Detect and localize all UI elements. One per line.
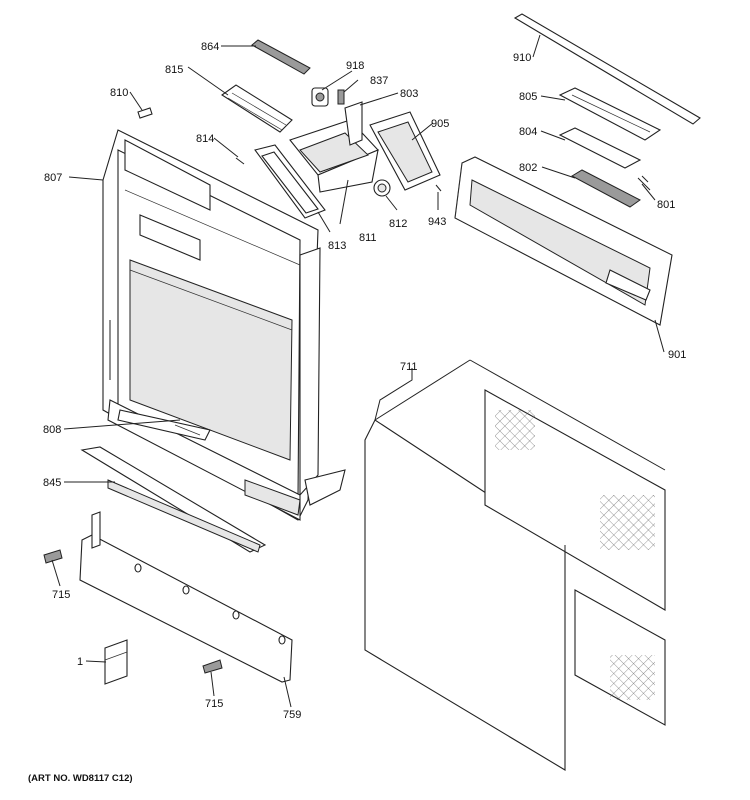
spring-part [337,89,345,105]
callout-813: 813 [328,240,346,252]
callout-815: 815 [165,64,183,76]
callout-905: 905 [431,118,449,130]
latch-bracket [344,101,363,146]
screw-a [43,549,63,564]
small-screw [137,107,153,119]
callout-808: 808 [43,424,61,436]
callout-715-bottom: 715 [205,698,223,710]
callout-864: 864 [201,41,219,53]
callout-1: 1 [77,656,83,668]
console-bracket-804 [558,127,642,169]
switch-strip [570,169,641,208]
info-label-tag [104,639,128,685]
leader-lines [51,34,665,708]
console-panel [454,156,673,326]
top-rail [513,13,701,125]
small-pin [435,184,442,192]
outer-door-panel [364,359,666,771]
callout-845: 845 [43,477,61,489]
callout-711: 711 [400,361,418,373]
callout-759: 759 [283,709,301,721]
toe-panel [79,511,293,683]
art-number: (ART NO. WD8117 C12) [28,773,133,784]
door-bracket [117,409,211,441]
callout-715-left: 715 [52,589,70,601]
callout-812: 812 [389,218,407,230]
screw-b [202,659,223,674]
callout-labels: 864 918 815 837 810 803 905 814 807 813 … [28,41,686,784]
callout-814: 814 [196,133,214,145]
kick-strip [80,446,267,553]
callout-910: 910 [513,52,531,64]
callout-804: 804 [519,126,537,138]
callout-803: 803 [400,88,418,100]
control-gasket [254,144,326,219]
callout-918: 918 [346,60,364,72]
callout-807: 807 [44,172,62,184]
callout-901: 901 [668,349,686,361]
callout-802: 802 [519,162,537,174]
switch-part [311,87,329,107]
spring-801 [637,175,651,191]
callout-811: 811 [359,232,377,244]
callout-810: 810 [110,87,128,99]
callout-801: 801 [657,199,675,211]
callout-837: 837 [370,75,388,87]
callout-805: 805 [519,91,537,103]
top-strip [251,39,311,75]
vent-grille [221,84,293,133]
control-board [369,111,441,191]
clip-part [235,157,245,165]
control-knob [373,179,391,197]
console-bracket-805 [558,87,662,141]
callout-943: 943 [428,216,446,228]
